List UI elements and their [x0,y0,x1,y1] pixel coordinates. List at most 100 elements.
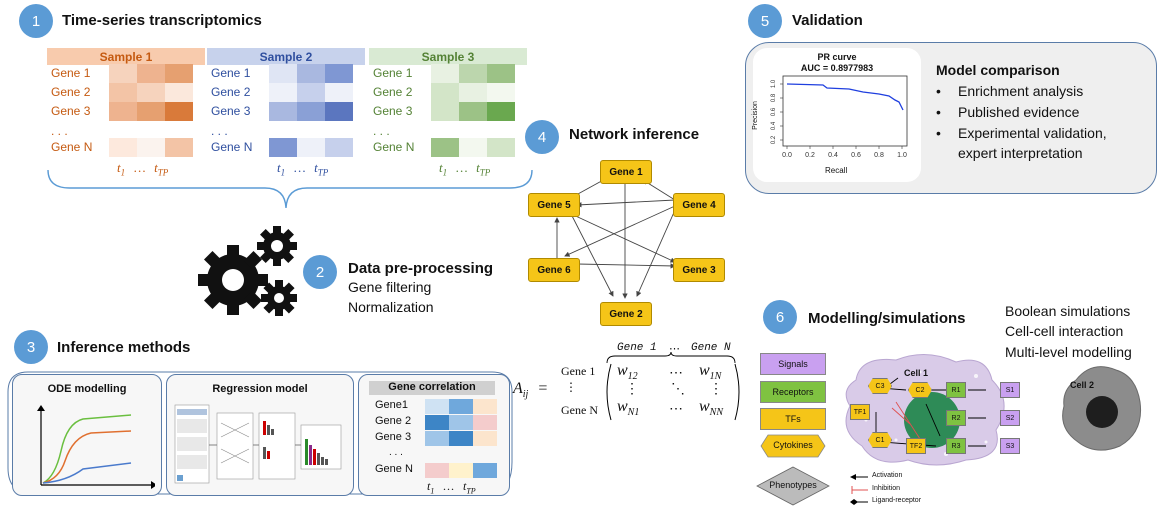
correlation-cell [449,463,473,478]
pr-xtick: 0.2 [805,152,815,159]
heatmap-cell [325,138,353,157]
heatmap-cell [109,102,137,121]
network-node: Gene 1 [600,160,652,184]
sample-3-header: Sample 3 [369,48,527,65]
sample-3-gene-label: Gene N [373,140,415,154]
sample-2-gene-label: Gene 1 [211,66,251,80]
pr-ytick: 0.2 [771,135,777,144]
heatmap-cell [431,138,459,157]
pr-xtick: 1.0 [897,152,907,159]
matrix-row-bottom: Gene N [561,403,598,417]
step-1-badge: 1 [19,4,53,38]
cell-node-r3: R3 [946,438,966,454]
correlation-gene-label: Gene 2 [375,415,412,427]
network-node: Gene 3 [673,258,725,282]
sample-2-header: Sample 2 [207,48,365,65]
edge-legend-activation: Activation [872,472,903,479]
correlation-cell [425,463,449,478]
network-node: Gene 2 [600,302,652,326]
sample-3-gene-label: Gene 2 [373,85,413,99]
step-2-badge: 2 [303,255,337,289]
pr-xtick: 0.0 [782,152,792,159]
regression-schematic [174,404,342,484]
correlation-gene-label: Gene1 [375,399,409,411]
heatmap-cell [165,138,193,157]
step-3-title: Inference methods [57,339,191,356]
correlation-cell [425,415,449,430]
matrix-row-mid: ⋮ [565,380,577,394]
matrix-parens [606,363,740,421]
sample-2-ellipsis: . . . [211,124,228,138]
heatmap-cell [487,64,515,83]
matrix-overbrace [606,352,736,364]
cell-node-tf2: TF2 [906,438,926,454]
sample-1-time-labels: t1…tTP [117,160,169,178]
sample-1-gene-label: Gene 3 [51,104,91,118]
heatmap-cell [109,138,137,157]
matrix-eq: = [538,380,548,397]
sample-3-gene-label: Gene 3 [373,104,413,118]
cell-node-c3: C3 [868,378,892,394]
correlation-cell [473,431,497,446]
regression-panel: Regression model [166,374,354,496]
heatmap-cell [165,102,193,121]
model-comparison-title: Model comparison [936,62,1060,78]
pr-xtick: 0.6 [851,152,861,159]
sample-1-header: Sample 1 [47,48,205,65]
matrix-col-right: Gene N [691,342,731,354]
correlation-cell [449,399,473,414]
heatmap-cell [459,138,487,157]
pr-auc: AUC = 0.8977983 [800,63,874,73]
correlation-cell [449,431,473,446]
sample-1-gene-label: Gene N [51,140,93,154]
cell-node-c1: C1 [868,432,892,448]
matrix-hdots-bottom: ⋯ [669,400,683,416]
pr-curve-card: PR curve AUC = 0.8977983 Precision Recal… [752,48,921,182]
heatmap-cell [431,64,459,83]
step-5-title: Validation [792,12,863,29]
heatmap-cell [165,83,193,102]
heatmap-cell [297,138,325,157]
matrix-w1N: w1N [699,362,722,383]
heatmap-cell [269,138,297,157]
matrix-vdots-right: ⋮ [709,380,723,396]
cell-node-r2: R2 [946,410,966,426]
validation-bullet-1: Enrichment analysis [932,81,1107,102]
step-5-badge: 5 [748,4,782,38]
pr-xtick: 0.8 [874,152,884,159]
correlation-cell [425,431,449,446]
sample-3-time-labels: t1…tTP [439,160,491,178]
network-node: Gene 6 [528,258,580,282]
pr-ytick: 0.6 [771,107,777,116]
validation-bullet-2: Published evidence [932,102,1107,123]
correlation-cell [473,463,497,478]
heatmap-cell [269,64,297,83]
matrix-w12: w12 [617,362,638,383]
matrix-col-left: Gene 1 [617,342,657,354]
step-2-line-1: Gene filtering [348,279,432,295]
cell-node-c2: C2 [908,382,932,398]
heatmap-cell [325,64,353,83]
correlation-time-labels: t1 … tTP [427,479,476,495]
sample-1-gene-label: Gene 2 [51,85,91,99]
heatmap-cell [297,83,325,102]
legend-phenotypes: Phenotypes [769,480,817,490]
heatmap-cell [487,83,515,102]
step-2-title: Data pre-processing [348,260,494,277]
sample-3-gene-label: Gene 1 [373,66,413,80]
heatmap-cell [269,102,297,121]
cell-node-r1: R1 [946,382,966,398]
sample-2-gene-label: Gene 2 [211,85,251,99]
cell-node-s2: S2 [1000,410,1020,426]
cell-node-s1: S1 [1000,382,1020,398]
heatmap-cell [165,64,193,83]
ode-panel: ODE modelling [12,374,162,496]
sample-2-time-labels: t1…tTP [277,160,329,178]
correlation-ellipsis: . . . [389,447,403,458]
correlation-gene-label: Gene N [375,463,413,475]
step-3-badge: 3 [14,330,48,364]
corr-tTP: t [463,479,467,493]
heatmap-cell [137,138,165,157]
matrix-wNN: wNN [699,398,724,419]
